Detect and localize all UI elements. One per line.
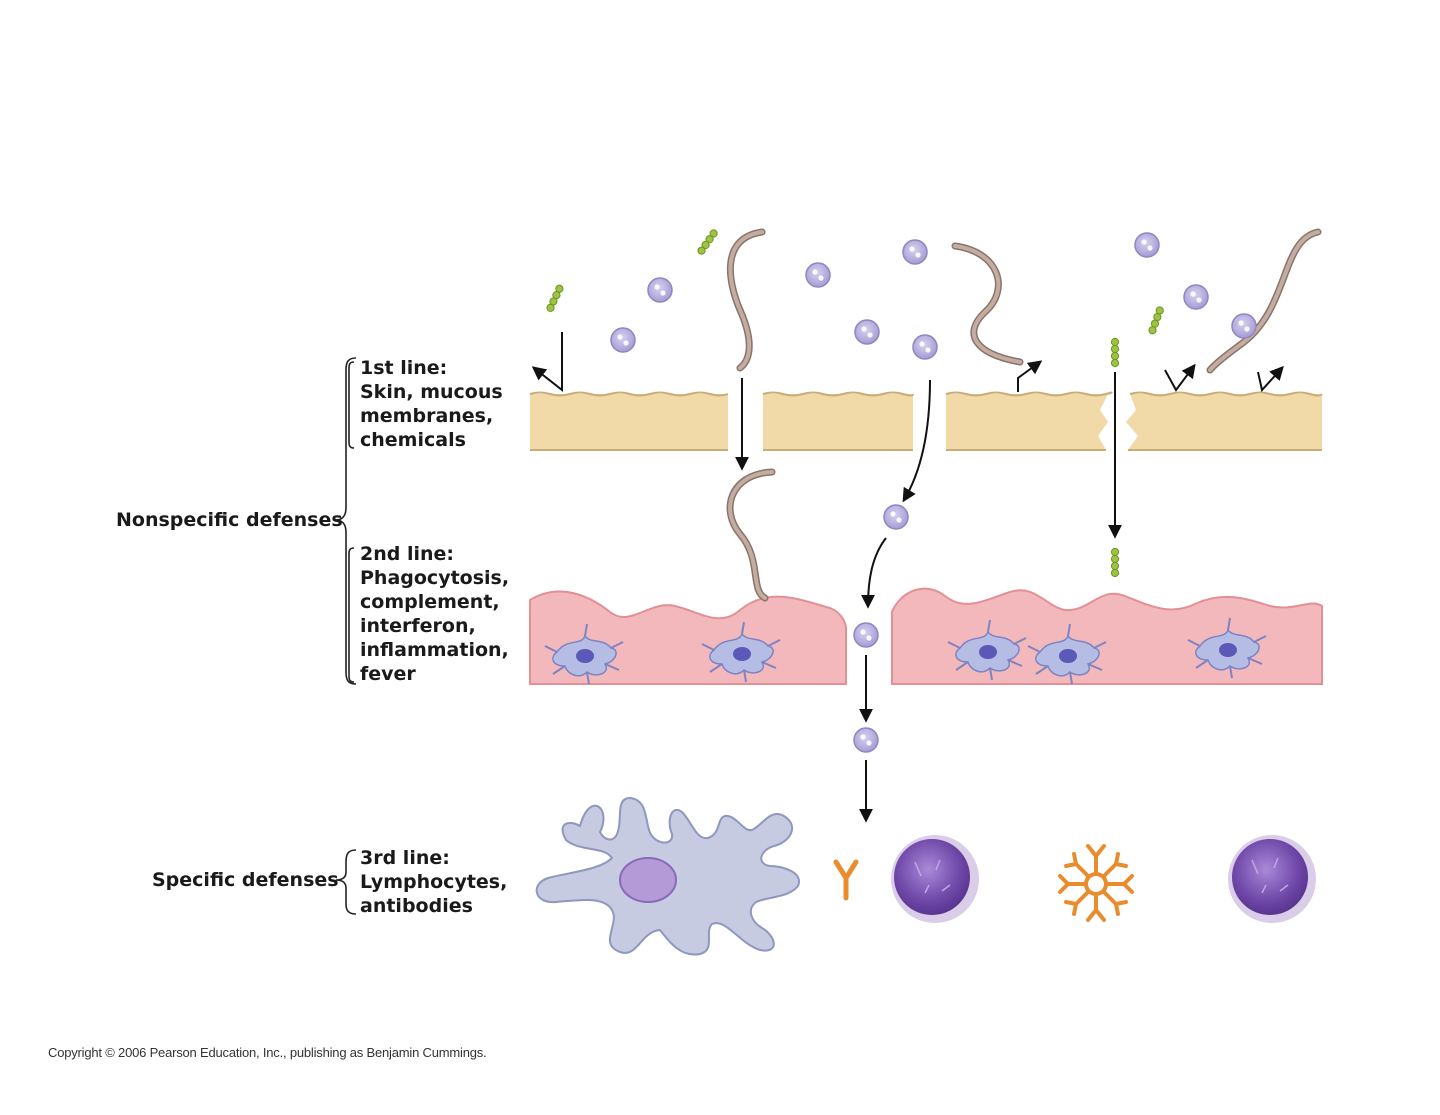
second-line-item: interferon, xyxy=(360,615,476,637)
antibody-single xyxy=(833,859,859,901)
nonspecific-defenses-label: Nonspecific defenses xyxy=(116,509,343,531)
tissue-layer xyxy=(529,587,1323,685)
skin-layer xyxy=(529,391,1323,451)
second-line-title: 2nd line: xyxy=(360,543,454,565)
second-line-item: complement, xyxy=(360,591,500,613)
first-line-item: Skin, mucous xyxy=(360,381,503,403)
antibody-cluster xyxy=(1058,844,1134,922)
brackets xyxy=(335,357,357,915)
third-line-item: antibodies xyxy=(360,895,473,917)
third-line-title: 3rd line: xyxy=(360,847,450,869)
worms xyxy=(726,228,1322,602)
first-line-item: chemicals xyxy=(360,429,466,451)
lymphocyte-2 xyxy=(1228,835,1316,923)
second-line-item: fever xyxy=(360,663,416,685)
first-line-item: membranes, xyxy=(360,405,494,427)
large-macrophage xyxy=(535,796,800,956)
copyright-notice: Copyright © 2006 Pearson Education, Inc.… xyxy=(48,1045,487,1060)
second-line-item: inflammation, xyxy=(360,639,509,661)
third-line-item: Lymphocytes, xyxy=(360,871,508,893)
lymphocyte-1 xyxy=(891,835,979,923)
third-line-label: 3rd line: Lymphocytes, antibodies xyxy=(360,846,507,918)
first-line-label: 1st line: Skin, mucous membranes, chemic… xyxy=(360,356,503,452)
flow-arrows xyxy=(531,332,1284,823)
second-line-label: 2nd line: Phagocytosis, complement, inte… xyxy=(360,542,509,686)
specific-defenses-label: Specific defenses xyxy=(152,869,339,891)
first-line-title: 1st line: xyxy=(360,357,448,379)
second-line-item: Phagocytosis, xyxy=(360,567,510,589)
